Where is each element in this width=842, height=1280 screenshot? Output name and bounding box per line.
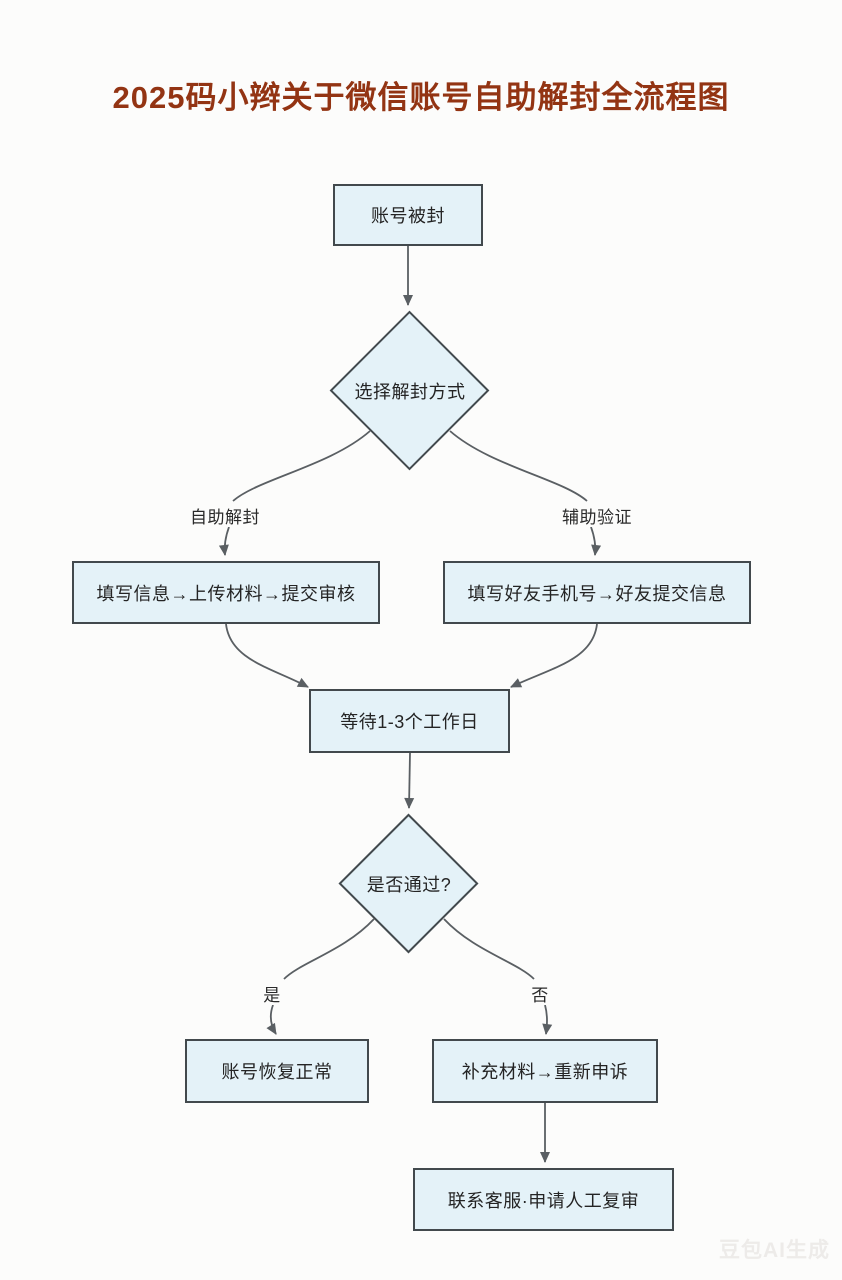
node-account-blocked-label: 账号被封: [371, 206, 445, 226]
node-contact-support: 联系客服·申请人工复审: [413, 1168, 674, 1231]
edge-label-no: 否: [524, 981, 556, 1005]
connector-choose-friend-a: [449, 430, 588, 502]
connector-choose-friend-b: [590, 526, 602, 556]
node-account-blocked: 账号被封: [333, 184, 483, 246]
node-resubmit-appeal: 补充材料→重新申诉: [432, 1039, 658, 1103]
node-wait-days-label: 等待1-3个工作日: [340, 712, 479, 732]
edge-label-self-unblock: 自助解封: [183, 503, 267, 527]
edge-label-assist-verify: 辅助验证: [555, 503, 639, 527]
connector-friend-wait: [510, 623, 598, 688]
node-resubmit-appeal-label: 补充材料→重新申诉: [461, 1062, 629, 1082]
node-self-service-steps: 填写信息→上传材料→提交审核: [72, 561, 380, 624]
decision-choose-method: 选择解封方式: [354, 382, 466, 402]
connector-passed-restored-b: [266, 1004, 277, 1035]
connector-choose-self-a: [232, 430, 371, 502]
node-friend-assist-steps-label: 填写好友手机号→好友提交信息: [467, 583, 727, 604]
edge-label-yes: 是: [256, 981, 288, 1005]
page-title: 2025码小辫关于微信账号自助解封全流程图: [112, 80, 730, 115]
node-account-restored: 账号恢复正常: [185, 1039, 369, 1103]
connector-self-wait: [225, 623, 309, 688]
node-contact-support-label: 联系客服·申请人工复审: [447, 1190, 640, 1211]
decision-passed: 是否通过?: [366, 875, 452, 895]
node-account-restored-label: 账号恢复正常: [221, 1062, 333, 1082]
connector-passed-resubmit-a: [443, 918, 535, 980]
node-wait-days: 等待1-3个工作日: [309, 689, 510, 753]
node-friend-assist-steps: 填写好友手机号→好友提交信息: [443, 561, 751, 624]
connector-passed-resubmit-b: [542, 1004, 553, 1035]
connector-passed-restored-a: [283, 918, 375, 980]
connector-choose-self-b: [218, 526, 230, 556]
connector-wait-passed: [404, 752, 415, 809]
ai-watermark: 豆包AI生成: [719, 1239, 830, 1262]
node-self-service-steps-label: 填写信息→上传材料→提交审核: [96, 583, 356, 604]
